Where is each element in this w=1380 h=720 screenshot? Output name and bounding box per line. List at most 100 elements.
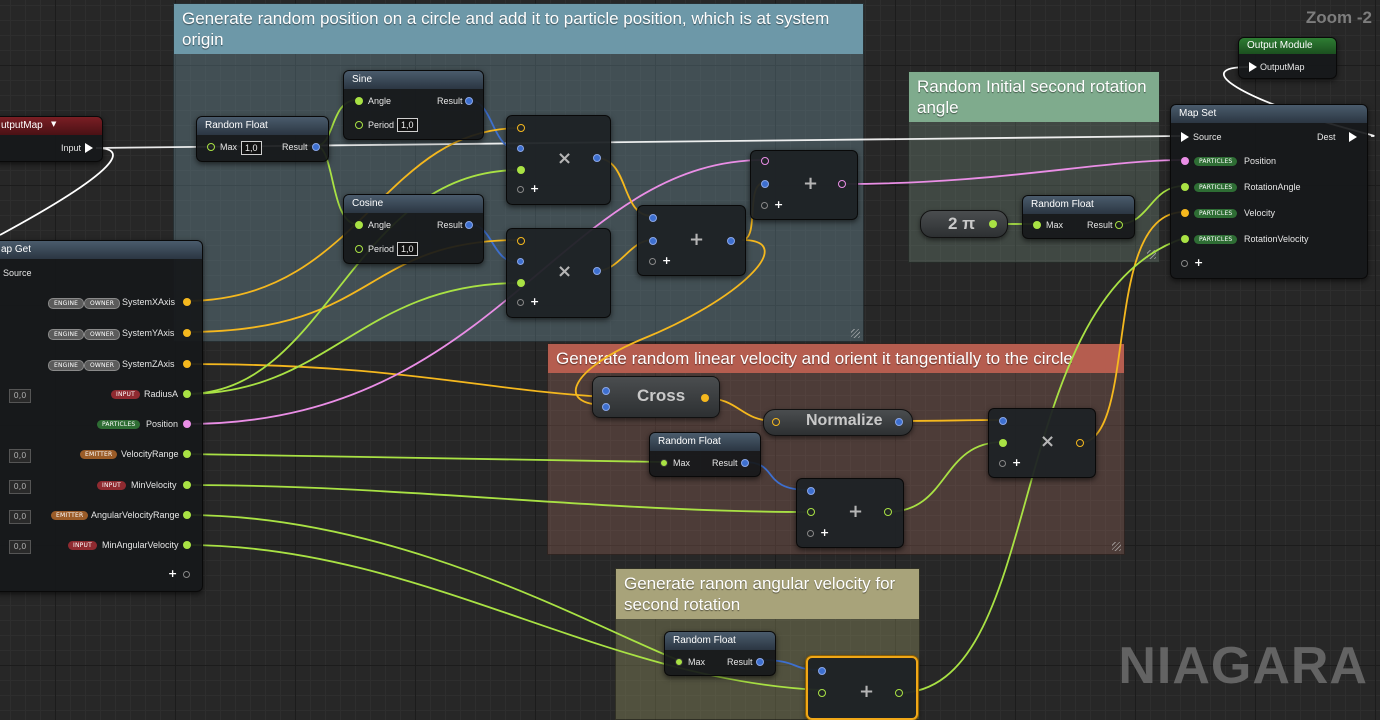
exec-output-pin[interactable] xyxy=(1249,62,1257,72)
output-pin[interactable] xyxy=(838,180,846,188)
output-pin[interactable] xyxy=(1115,221,1123,229)
output-pin[interactable] xyxy=(183,420,191,428)
output-pin[interactable] xyxy=(701,394,709,402)
add-pin[interactable] xyxy=(649,258,656,265)
input-pin[interactable] xyxy=(807,487,815,495)
multiply-node[interactable]: + × xyxy=(506,228,611,318)
random-float-node[interactable]: Random Float Max Result xyxy=(1022,195,1135,239)
add-pin[interactable] xyxy=(1181,260,1188,267)
add-pin-icon[interactable]: + xyxy=(168,567,178,580)
random-float-node[interactable]: Random Float Max 1,0 Result xyxy=(196,116,329,162)
input-pin[interactable] xyxy=(517,166,525,174)
input-pin[interactable] xyxy=(602,387,610,395)
output-pin[interactable] xyxy=(741,459,749,467)
output-pin[interactable] xyxy=(756,658,764,666)
add-pin-icon[interactable]: + xyxy=(530,295,540,308)
two-pi-node[interactable]: 2 π xyxy=(920,210,1008,238)
input-pin[interactable] xyxy=(772,418,780,426)
period-value-field[interactable]: 1,0 xyxy=(397,118,418,132)
comment-resize-grip[interactable] xyxy=(1112,542,1121,551)
add-node[interactable]: + + xyxy=(796,478,904,548)
add-pin-icon[interactable]: + xyxy=(662,254,672,267)
map-set-node[interactable]: Map Set Source Dest PARTICLES Position P… xyxy=(1170,104,1368,279)
output-pin[interactable] xyxy=(183,360,191,368)
map-get-node[interactable]: ap Get Source ENGINE OWNER SystemXAxis E… xyxy=(0,240,203,592)
add-pin-icon[interactable]: + xyxy=(774,198,784,211)
input-pin[interactable] xyxy=(517,279,525,287)
output-pin[interactable] xyxy=(183,481,191,489)
output-pin[interactable] xyxy=(465,97,473,105)
add-pin-icon[interactable]: + xyxy=(530,182,540,195)
random-float-node[interactable]: Random Float Max Result xyxy=(649,432,761,477)
output-pin[interactable] xyxy=(1076,439,1084,447)
output-pin[interactable] xyxy=(593,154,601,162)
default-value-field[interactable]: 0,0 xyxy=(9,389,31,403)
output-pin[interactable] xyxy=(312,143,320,151)
output-pin[interactable] xyxy=(465,221,473,229)
dropdown-chevron-icon[interactable]: ▼ xyxy=(51,120,57,128)
input-pin[interactable] xyxy=(517,237,525,245)
add-pin[interactable] xyxy=(517,299,524,306)
multiply-node[interactable]: + × xyxy=(988,408,1096,478)
add-pin[interactable] xyxy=(999,460,1006,467)
input-pin[interactable] xyxy=(355,245,363,253)
add-pin-icon[interactable]: + xyxy=(820,526,830,539)
output-pin[interactable] xyxy=(895,689,903,697)
input-pin[interactable] xyxy=(602,403,610,411)
input-map-node[interactable]: utputMap ▼ Input xyxy=(0,116,103,162)
exec-output-pin[interactable] xyxy=(1349,132,1357,142)
input-pin[interactable] xyxy=(999,417,1007,425)
output-pin[interactable] xyxy=(884,508,892,516)
output-pin[interactable] xyxy=(183,541,191,549)
default-value-field[interactable]: 0,0 xyxy=(9,540,31,554)
input-pin[interactable] xyxy=(818,689,826,697)
input-pin[interactable] xyxy=(1181,183,1189,191)
input-pin[interactable] xyxy=(1181,157,1189,165)
input-pin[interactable] xyxy=(649,237,657,245)
exec-input-pin[interactable] xyxy=(1181,132,1189,142)
add-node[interactable]: + + xyxy=(750,150,858,220)
output-module-node[interactable]: Output Module OutputMap xyxy=(1238,37,1337,79)
exec-output-pin[interactable] xyxy=(85,143,93,153)
input-pin[interactable] xyxy=(1181,235,1189,243)
output-pin[interactable] xyxy=(183,450,191,458)
add-pin[interactable] xyxy=(807,530,814,537)
add-pin[interactable] xyxy=(183,571,190,578)
input-pin[interactable] xyxy=(649,214,657,222)
output-pin[interactable] xyxy=(183,298,191,306)
max-value-field[interactable]: 1,0 xyxy=(241,141,262,155)
input-pin[interactable] xyxy=(517,145,524,152)
add-pin-icon[interactable]: + xyxy=(1194,256,1204,269)
comment-resize-grip[interactable] xyxy=(851,329,860,338)
input-pin[interactable] xyxy=(517,258,524,265)
output-pin[interactable] xyxy=(895,418,903,426)
output-pin[interactable] xyxy=(989,220,997,228)
random-float-node[interactable]: Random Float Max Result xyxy=(664,631,776,676)
input-pin[interactable] xyxy=(355,97,363,105)
input-pin[interactable] xyxy=(1181,209,1189,217)
output-pin[interactable] xyxy=(183,390,191,398)
default-value-field[interactable]: 0,0 xyxy=(9,449,31,463)
input-pin[interactable] xyxy=(761,180,769,188)
input-pin[interactable] xyxy=(999,439,1007,447)
input-pin[interactable] xyxy=(517,124,525,132)
output-pin[interactable] xyxy=(183,329,191,337)
cosine-node[interactable]: Cosine Angle Period 1,0 Result xyxy=(343,194,484,264)
input-pin[interactable] xyxy=(660,459,668,467)
input-pin[interactable] xyxy=(807,508,815,516)
add-node-selected[interactable]: + xyxy=(806,656,918,720)
default-value-field[interactable]: 0,0 xyxy=(9,510,31,524)
normalize-node[interactable]: Normalize xyxy=(763,409,913,436)
output-pin[interactable] xyxy=(727,237,735,245)
input-pin[interactable] xyxy=(818,667,826,675)
input-pin[interactable] xyxy=(761,157,769,165)
input-pin[interactable] xyxy=(355,221,363,229)
output-pin[interactable] xyxy=(593,267,601,275)
sine-node[interactable]: Sine Angle Period 1,0 Result xyxy=(343,70,484,140)
cross-node[interactable]: Cross xyxy=(592,376,720,418)
default-value-field[interactable]: 0,0 xyxy=(9,480,31,494)
add-pin[interactable] xyxy=(761,202,768,209)
input-pin[interactable] xyxy=(207,143,215,151)
add-pin[interactable] xyxy=(517,186,524,193)
multiply-node[interactable]: + × xyxy=(506,115,611,205)
